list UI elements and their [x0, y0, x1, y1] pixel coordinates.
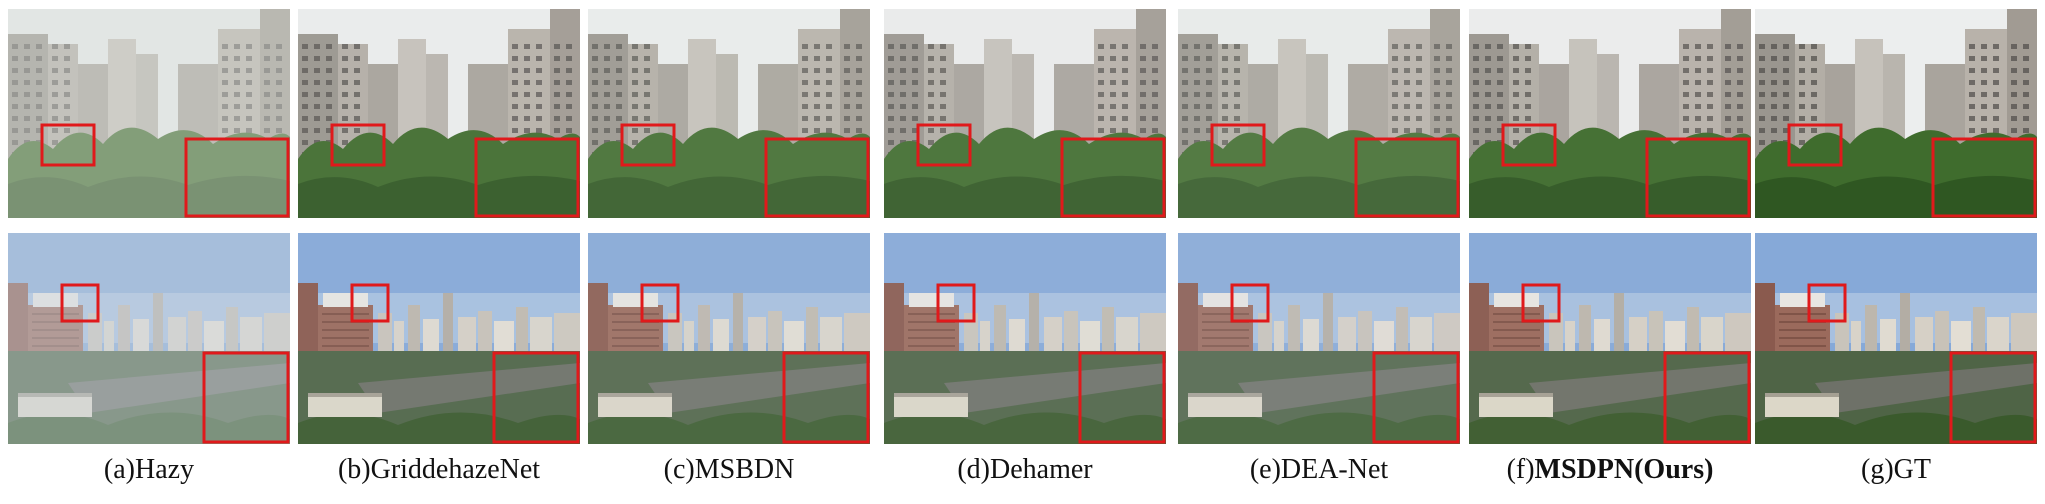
- method-column: (f)MSDPN(Ours): [1469, 0, 1751, 504]
- method-column: (a)Hazy: [8, 0, 290, 504]
- scene1-image: [298, 9, 580, 218]
- method-column: (b)GriddehazeNet: [298, 0, 580, 504]
- method-caption: (c)MSBDN: [568, 454, 890, 486]
- scene1-image: [1178, 9, 1460, 218]
- method-caption: (g)GT: [1735, 454, 2045, 486]
- caption-method-name: MSDPN(Ours): [1534, 454, 1714, 485]
- caption-prefix: (g): [1861, 454, 1894, 485]
- scene1-image: [8, 9, 290, 218]
- scene2-image: [1469, 233, 1751, 444]
- caption-prefix: (d): [957, 454, 991, 485]
- method-column: (e)DEA-Net: [1178, 0, 1460, 504]
- caption-prefix: (e): [1249, 454, 1281, 485]
- caption-prefix: (a): [103, 454, 135, 485]
- caption-method-name: DEA-Net: [1280, 454, 1389, 485]
- caption-method-name: Dehamer: [990, 454, 1093, 485]
- caption-prefix: (b): [337, 454, 371, 485]
- method-caption: (e)DEA-Net: [1158, 454, 1480, 486]
- scene2-image: [884, 233, 1166, 444]
- caption-prefix: (f): [1506, 454, 1535, 485]
- scene2-image: [8, 233, 290, 444]
- scene2-image: [298, 233, 580, 444]
- scene1-image: [588, 9, 870, 218]
- caption-method-name: MSBDN: [694, 454, 795, 485]
- method-column: (c)MSBDN: [588, 0, 870, 504]
- method-column: (d)Dehamer: [884, 0, 1166, 504]
- scene2-image: [1755, 233, 2037, 444]
- scene1-image: [1755, 9, 2037, 218]
- method-caption: (a)Hazy: [0, 454, 310, 486]
- method-caption: (f)MSDPN(Ours): [1449, 454, 1771, 486]
- caption-method-name: Hazy: [135, 454, 195, 485]
- caption-method-name: GT: [1893, 454, 1931, 485]
- scene1-image: [884, 9, 1166, 218]
- method-caption: (d)Dehamer: [864, 454, 1186, 486]
- scene2-image: [588, 233, 870, 444]
- method-column: (g)GT: [1755, 0, 2037, 504]
- scene2-image: [1178, 233, 1460, 444]
- caption-prefix: (c): [663, 454, 695, 485]
- method-caption: (b)GriddehazeNet: [278, 454, 600, 486]
- scene1-image: [1469, 9, 1751, 218]
- caption-method-name: GriddehazeNet: [370, 454, 541, 485]
